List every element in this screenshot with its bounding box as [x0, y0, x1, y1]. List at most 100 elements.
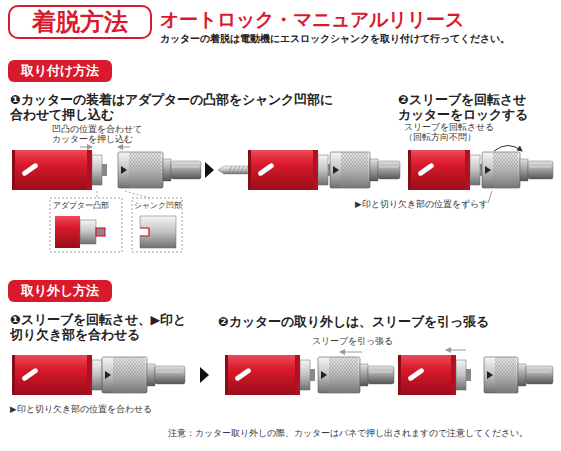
part-note: 凹凸の位置を合わせて カッターを押し込む: [52, 124, 152, 144]
part-note: ▶印と切り欠き部の位置をずらす: [355, 199, 488, 209]
step-text: ❷カッターの取り外しは、スリーブを引っ張る: [218, 314, 489, 329]
cutter-end: [87, 150, 92, 190]
cutter-teeth: [12, 355, 15, 395]
sleeve: [102, 357, 147, 393]
pilot-flute: [244, 166, 248, 174]
sleeve: [318, 357, 360, 393]
subtitle: カッターの着脱は電動機にエスロックシャンクを取り付けて行ってください。: [160, 33, 510, 45]
motion-arrow: [446, 350, 466, 351]
heading-text: 取り外し方法: [21, 283, 99, 299]
shank-edge: [379, 167, 398, 168]
step-arrow: [205, 162, 214, 178]
part-note: スリーブを回転させる （回転方向不問）: [404, 122, 504, 142]
cutter-body: [408, 150, 470, 190]
pilot-flute: [240, 166, 244, 174]
collar: [370, 159, 378, 181]
sleeve-mark: [121, 166, 127, 174]
sleeve: [484, 357, 518, 393]
sleeve: [330, 152, 370, 188]
cutter-body: [12, 355, 92, 395]
cutter-detail: [55, 216, 80, 248]
sleeve-knurl: [329, 357, 358, 393]
shank-detail: [140, 216, 176, 248]
hex-shank: [368, 366, 394, 384]
part-note: スリーブを引っ張る: [312, 336, 393, 346]
adapter-key: [466, 369, 471, 381]
shank-edge: [156, 372, 183, 373]
sleeve-knurl: [493, 152, 518, 188]
heading-text: 着脱方法: [32, 8, 128, 37]
pilot-flute: [228, 166, 232, 174]
collar: [147, 364, 155, 386]
cutter-end: [87, 355, 92, 395]
cutter-teeth: [12, 150, 15, 190]
motion-arrow: [80, 147, 92, 148]
adapter: [318, 155, 328, 185]
heading-text: 取り付け方法: [21, 63, 99, 79]
pilot-flute: [236, 166, 240, 174]
section-band: 取り外し方法: [8, 280, 112, 302]
cutter-teeth: [248, 150, 251, 190]
heading-title: オートロック・マニュアルリリース: [160, 8, 464, 31]
part-note: ▶印と切り欠き部の位置を合わせる: [10, 404, 152, 414]
caution-note: 注意：カッター取り外しの際、カッターはバネで押し出されますので注意してください。: [168, 428, 528, 439]
cutter-slot: [417, 162, 435, 176]
sleeve-knurl: [113, 357, 145, 393]
heading-box: 着脱方法: [8, 5, 152, 39]
adapter-detail: [80, 220, 96, 244]
leader-line: [488, 191, 492, 203]
rotate-arrow: [494, 146, 522, 152]
adapter: [470, 155, 480, 185]
part-name: シャンク凹部: [134, 201, 182, 210]
hex-shank: [155, 366, 185, 384]
sleeve-mark: [105, 371, 111, 379]
shank-notch: [140, 228, 149, 236]
sleeve-mark: [485, 166, 491, 174]
adapter: [92, 155, 102, 185]
cutter-teeth: [398, 355, 401, 395]
adapter-key: [102, 164, 107, 176]
collar: [518, 364, 526, 386]
inset-frame: [50, 198, 122, 252]
adapter: [456, 360, 466, 390]
sleeve: [482, 152, 520, 188]
cutter-slot: [407, 367, 425, 381]
cutter-body: [12, 150, 92, 190]
sleeve: [118, 152, 163, 188]
cutter-end: [313, 150, 318, 190]
collar: [163, 159, 171, 181]
shank-edge: [172, 167, 199, 168]
cutter-slot: [21, 162, 39, 176]
motion-arrow: [340, 352, 362, 353]
leader-line: [97, 191, 98, 198]
step-text: ❶カッターの装着はアダプターの凸部をシャンク凹部に 合わせて押し込む: [10, 92, 320, 122]
hex-shank: [171, 161, 201, 179]
adapter-key-detail: [96, 228, 105, 236]
step-text: ❷スリーブを回転させ カッターをロックする: [398, 92, 556, 122]
hex-shank: [378, 161, 400, 179]
collar: [360, 364, 368, 386]
sleeve-knurl: [495, 357, 516, 393]
shank-edge: [529, 167, 551, 168]
cutter-end: [465, 150, 470, 190]
sleeve-mark: [321, 371, 327, 379]
sleeve-mark: [487, 371, 493, 379]
adapter: [300, 360, 310, 390]
cutter-body: [398, 355, 456, 395]
cutter-slot: [234, 367, 252, 381]
cutter-end: [451, 355, 456, 395]
cutter-body: [248, 150, 318, 190]
section-band: 取り付け方法: [8, 60, 112, 82]
cutter-slot: [21, 367, 39, 381]
cutter-teeth: [408, 150, 411, 190]
cutter-slot: [257, 162, 275, 176]
cutter-end: [295, 355, 300, 395]
hex-shank: [528, 161, 553, 179]
inset-frame: [132, 198, 182, 252]
adapter: [92, 360, 102, 390]
cutter-teeth: [225, 355, 228, 395]
leader-line: [125, 191, 150, 198]
shank-edge: [527, 372, 551, 373]
step-text: ❶スリーブを回転させ、▶印と 切り欠き部を合わせる: [10, 312, 205, 342]
